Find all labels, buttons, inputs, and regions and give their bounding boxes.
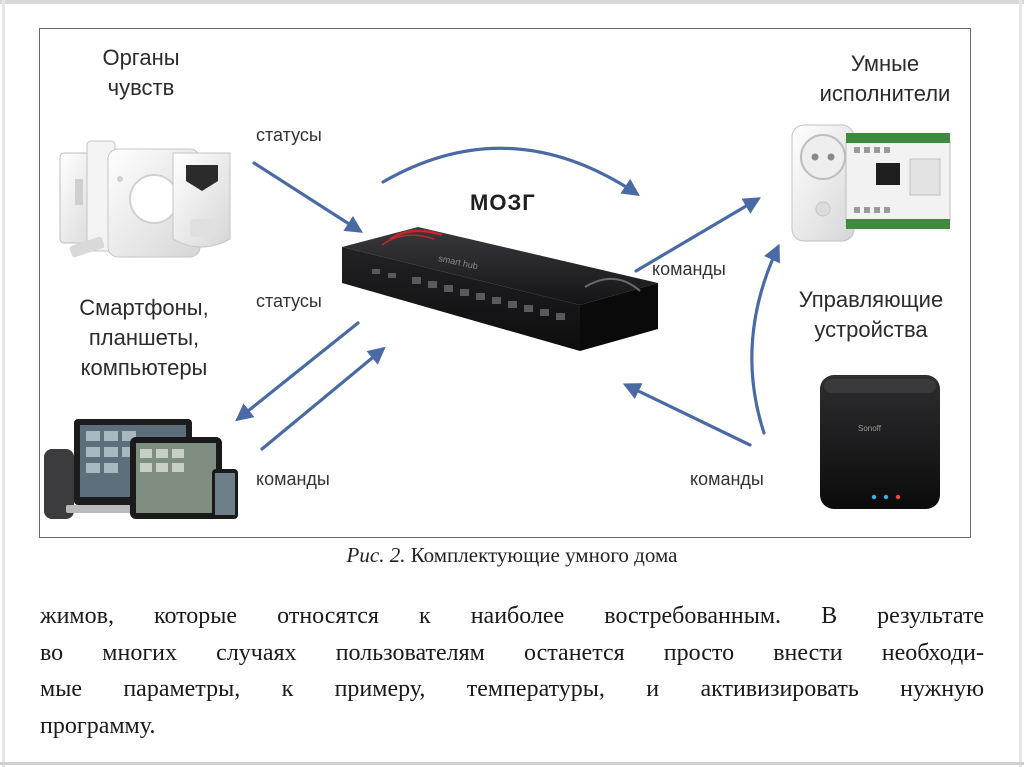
edge-label-statuses-top: статусы [256,125,322,145]
controller-device-image: Sonoff [820,375,940,509]
label-devices: Смартфоны, планшеты, компьютеры [79,295,209,380]
edge-label-commands-right-top: команды [652,259,726,279]
top-border [0,0,1024,4]
sensors-image [59,140,231,258]
actuators-image [791,124,951,242]
edge-label-statuses-mid: статусы [256,291,322,311]
smart-home-figure: smart hub [39,28,971,538]
body-line: жимов, которые относятся к наиболее вост… [40,603,984,629]
body-line: программу. [40,712,156,739]
right-border [1019,0,1022,767]
figure-number: Рис. 2. [346,543,406,567]
label-actuators: Умные исполнители [819,51,951,106]
arrow-brain-to-actuators [634,197,762,273]
brain-hub-image: smart hub [342,227,658,351]
label-controllers: Управляющие устройства [798,287,944,342]
arrow-brain-arc-top [381,146,640,196]
arrow-devices-to-brain [260,346,386,451]
left-border [2,0,5,767]
body-paragraph: жимов, которые относятся к наиболее вост… [40,598,984,744]
figure-caption: Рис. 2. Комплектующие умного дома [0,543,1024,568]
label-senses: Органы чувств [102,45,180,100]
arrow-senses-to-brain [252,161,363,233]
arrows [235,146,781,451]
label-brain: МОЗГ [470,190,536,215]
arrow-controllers-to-actuators [750,243,781,435]
body-line: во многих случаях пользователям останетс… [40,639,984,666]
diagram-canvas: smart hub [44,124,951,519]
edge-label-commands-right-bottom: команды [690,469,764,489]
edge-label-commands-left-bottom: команды [256,469,330,489]
arrow-controllers-to-brain [622,383,752,447]
figure-caption-text: Комплектующие умного дома [410,543,678,567]
controller-logo: Sonoff [858,424,882,433]
devices-image [44,419,238,519]
body-line: мые параметры, к примеру, температуры, и… [40,676,984,702]
bottom-border [0,762,1024,765]
arrow-brain-to-devices [235,321,360,422]
